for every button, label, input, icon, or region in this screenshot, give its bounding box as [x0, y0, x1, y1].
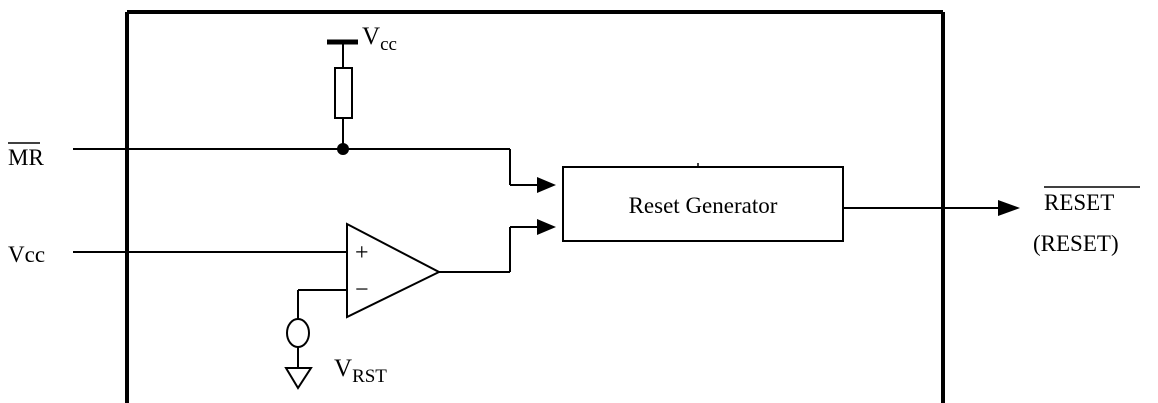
reference-sub: RST [352, 366, 387, 387]
reset-bar-label: RESET [1044, 190, 1114, 215]
mr-junction-dot [337, 143, 349, 155]
supply-v: V [362, 23, 380, 50]
reference-vrst-label: VRST [334, 355, 387, 387]
ground-icon [284, 367, 313, 390]
supply-vcc-label: Vcc [362, 23, 397, 55]
mr-line [73, 148, 540, 186]
arrow-output [998, 200, 1020, 216]
comparator-plus: + [355, 240, 369, 266]
reference-wiring [286, 289, 347, 368]
pullup-resistor [327, 39, 358, 149]
reset-generator-block [562, 166, 844, 242]
reset-generator-label: Reset Generator [629, 193, 778, 218]
reference-v: V [334, 355, 352, 382]
mr-label: MR [8, 145, 44, 170]
chip-boundary [125, 10, 945, 403]
comparator-output-line [439, 226, 540, 273]
supply-sub: cc [380, 34, 397, 55]
reset-alt-label: (RESET) [1033, 231, 1119, 256]
comparator-minus: − [355, 277, 369, 303]
comparator-triangle [346, 222, 442, 319]
arrow-mr-to-generator [537, 177, 556, 193]
arrow-comparator-to-generator [537, 219, 556, 235]
vcc-input-label: Vcc [8, 242, 45, 267]
